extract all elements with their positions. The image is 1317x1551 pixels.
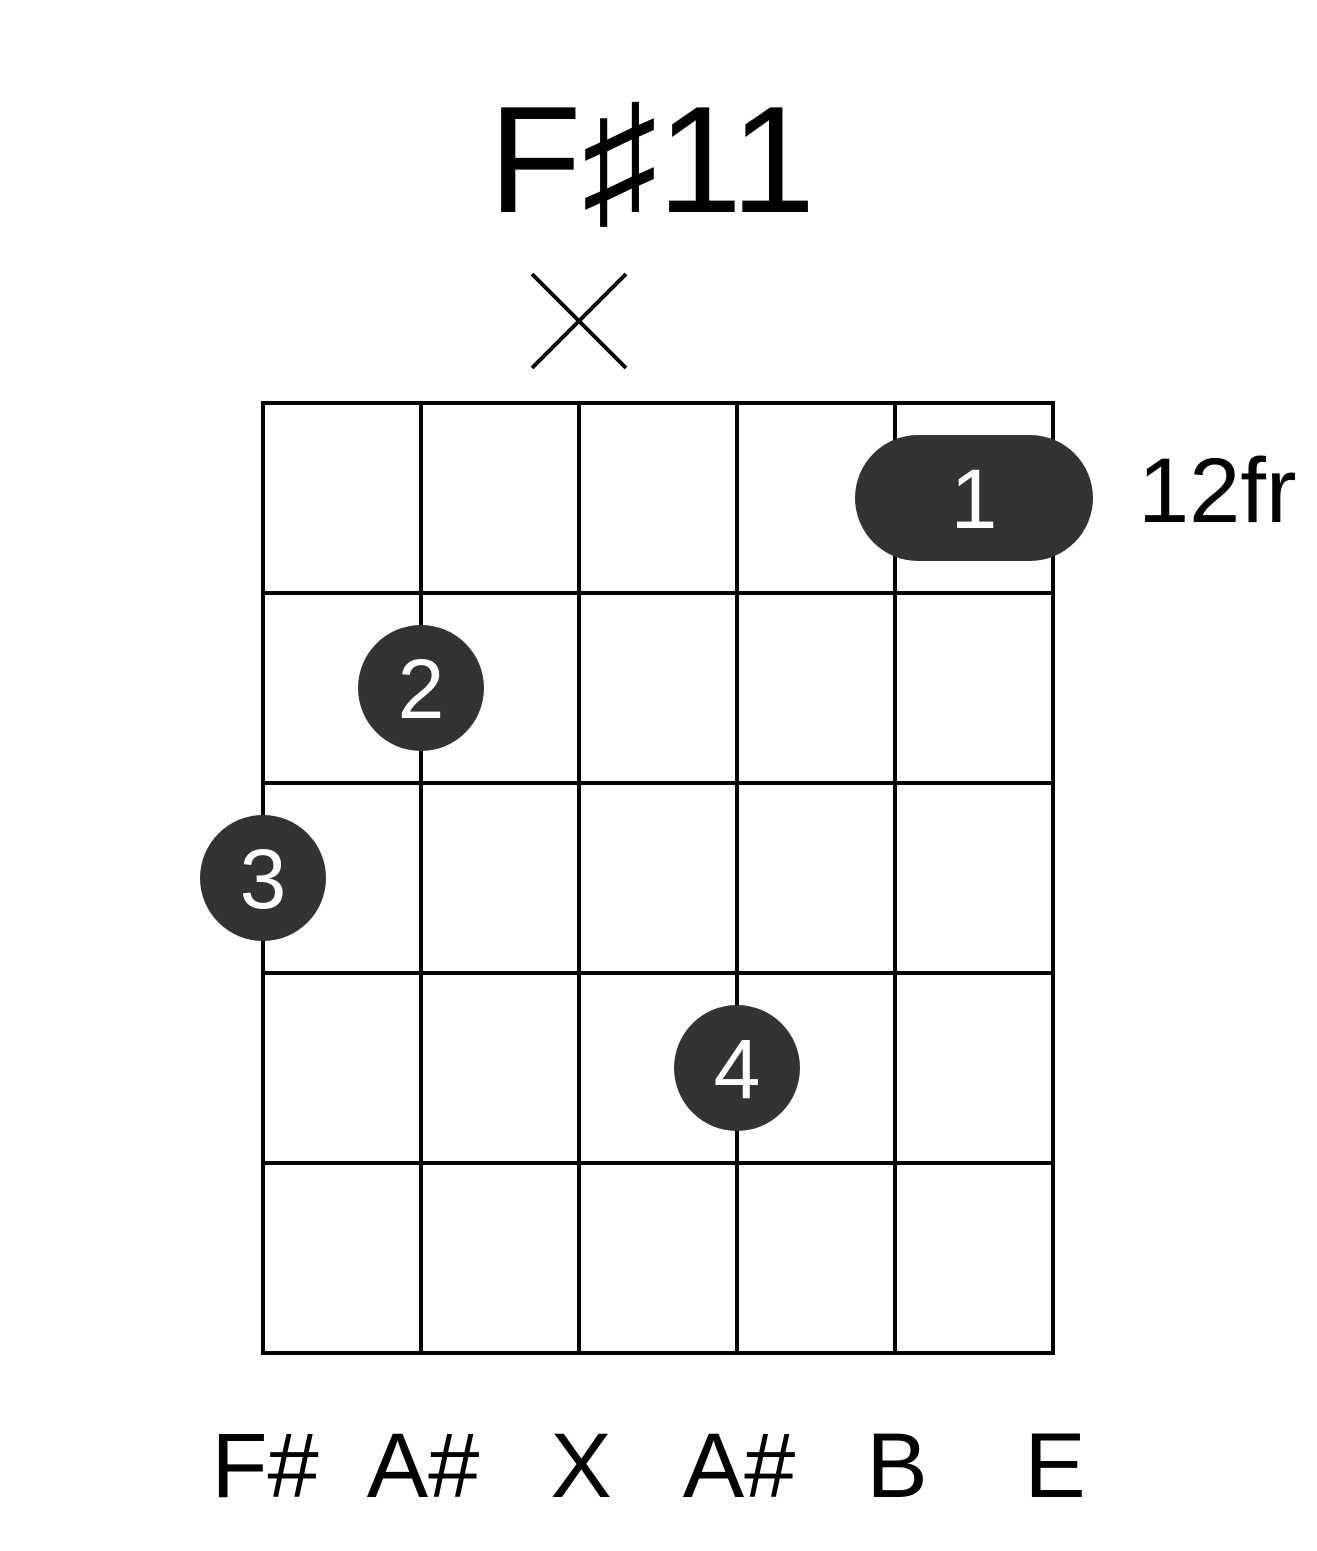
mute-icon [530,272,628,370]
mute-markers [530,272,628,370]
finger-dot-circle [358,625,484,751]
fretboard [261,401,1055,1355]
string-note-label: X [550,1415,611,1517]
string-note-label: B [866,1415,927,1517]
finger-dot-2: 2 [358,625,484,751]
finger-dot-circle [200,815,326,941]
finger-barre [855,435,1093,561]
string-note-label: A# [367,1415,480,1517]
finger-dot-4: 4 [674,1005,800,1131]
finger-number: 1 [951,452,998,546]
string-note-label: A# [683,1415,796,1517]
finger-number: 4 [714,1022,761,1116]
string-note-label: E [1024,1415,1085,1517]
start-fret-label: 12fr [1138,440,1297,542]
finger-dot-circle [674,1005,800,1131]
string-note-label: F# [211,1415,318,1517]
chord-title: F♯11 [489,75,816,245]
finger-dot-1: 1 [855,435,1093,561]
mute-stroke-b [530,272,628,370]
finger-number: 3 [240,832,287,926]
finger-number: 2 [398,642,445,736]
finger-dot-3: 3 [200,815,326,941]
finger-dots: 1 2 3 4 [200,435,1093,1131]
